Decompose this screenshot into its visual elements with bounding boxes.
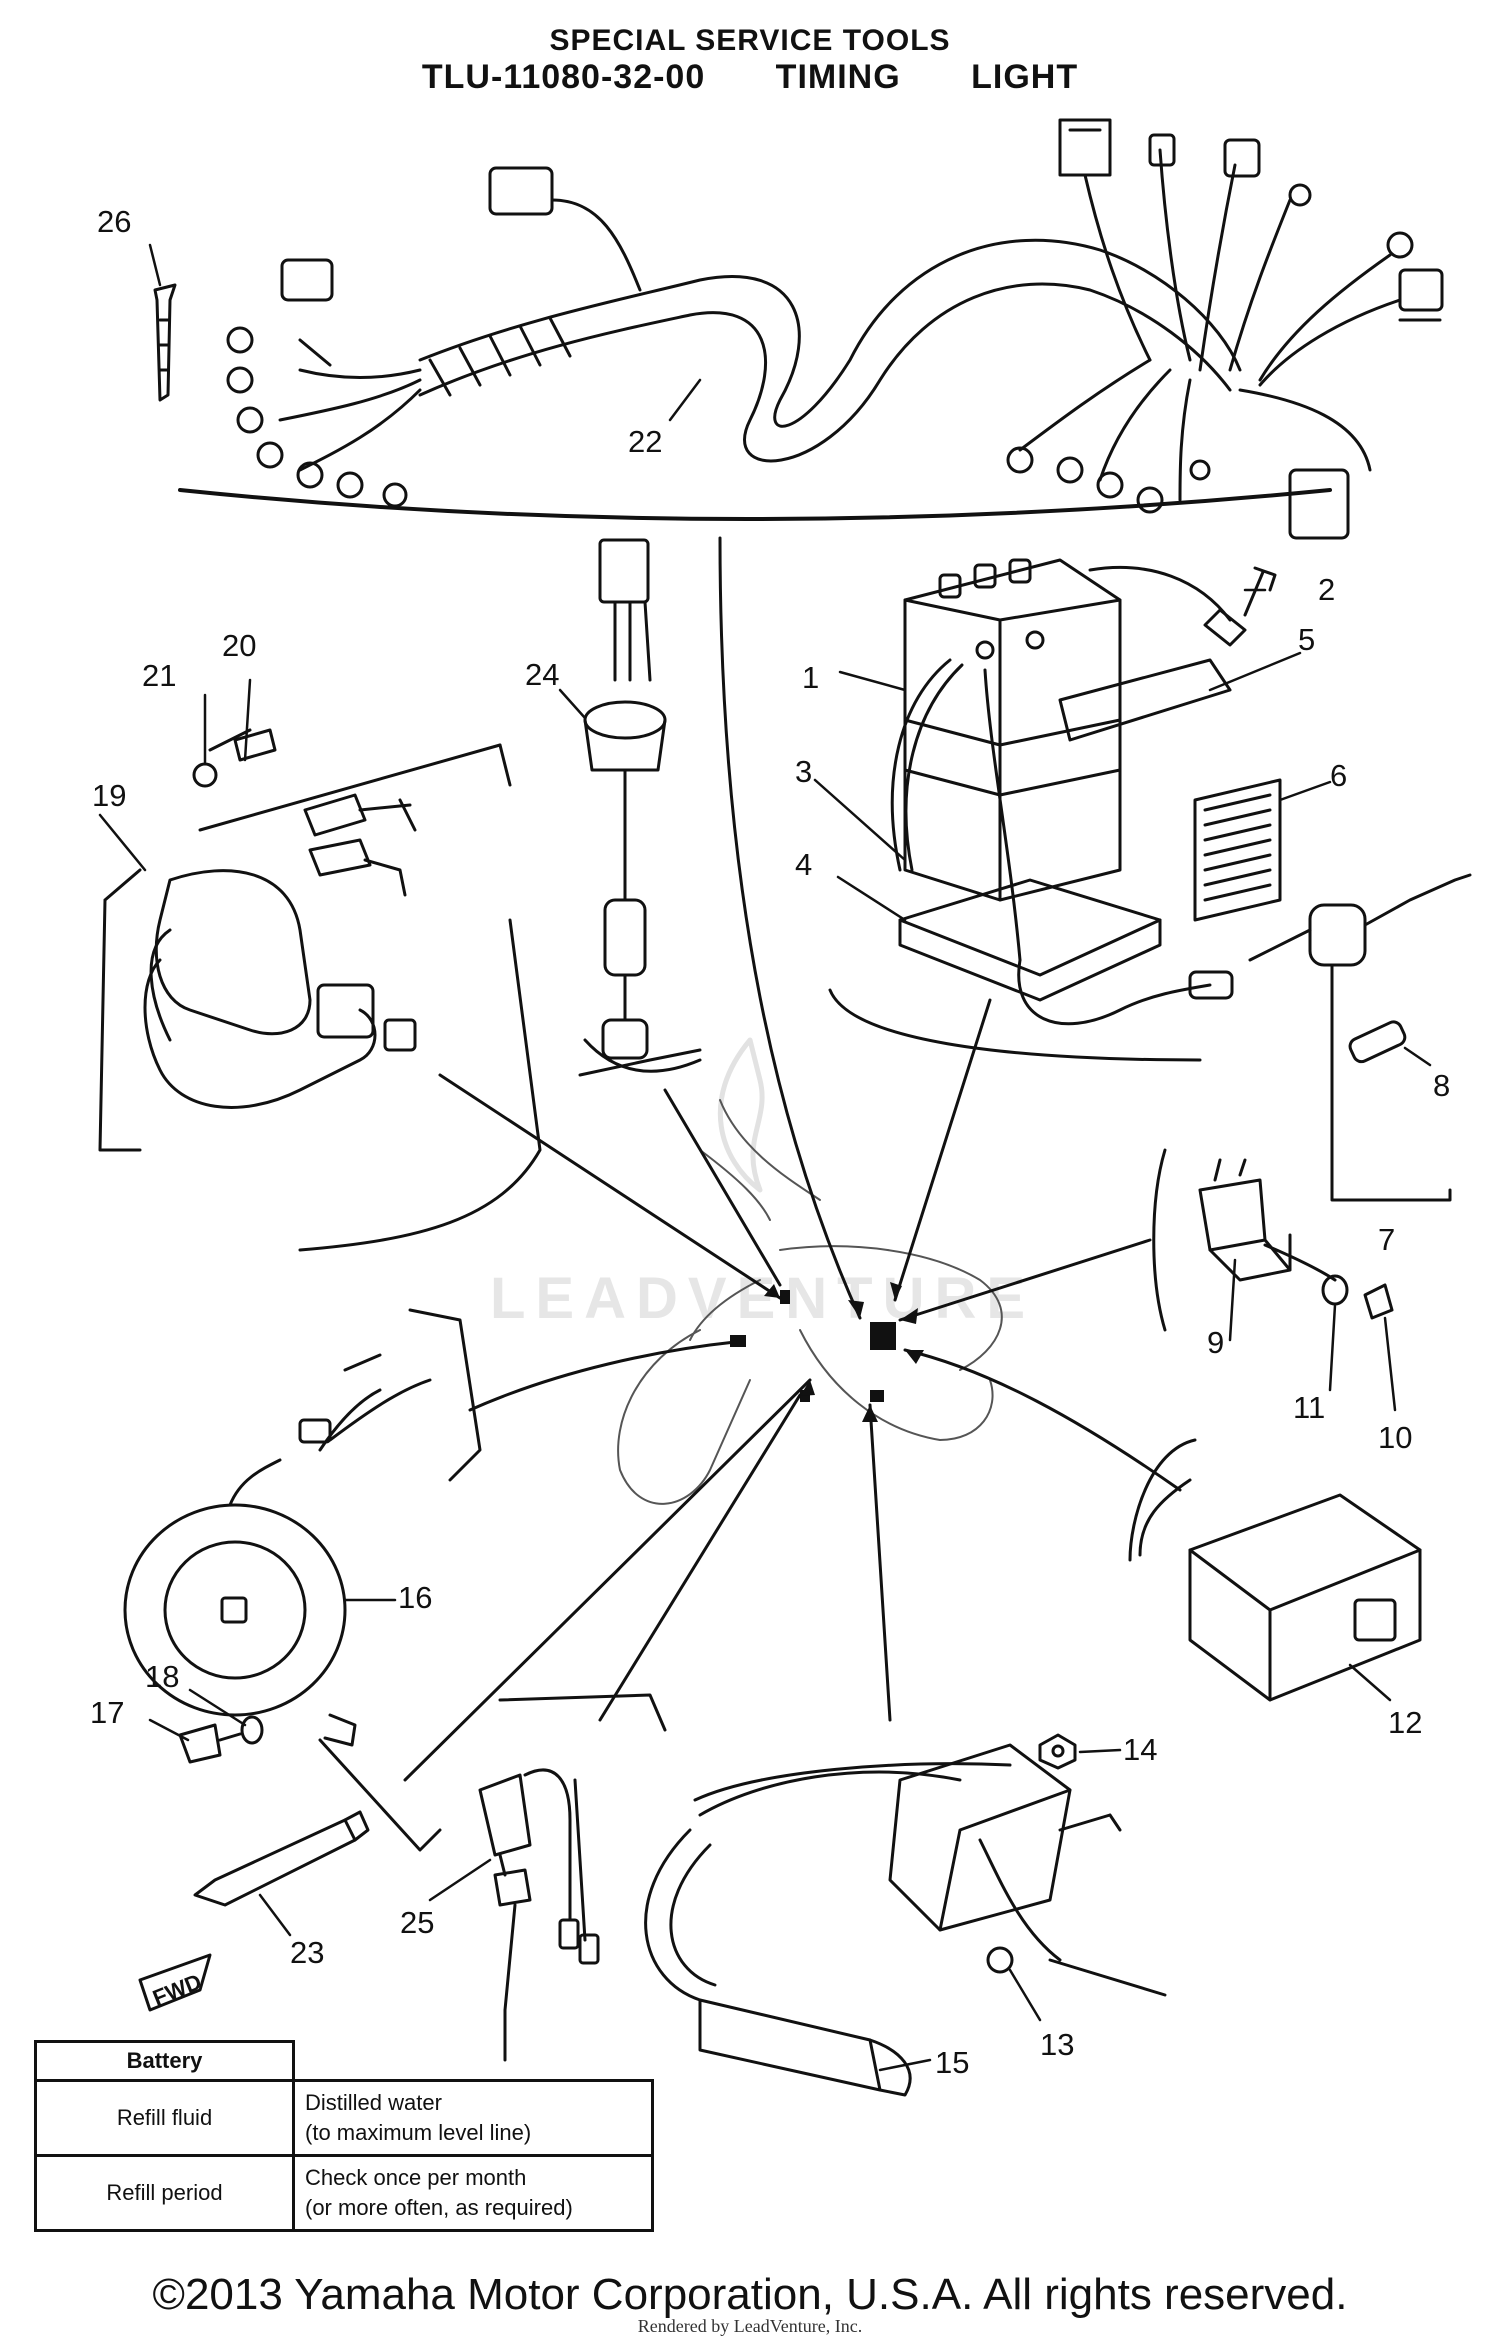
callout-7: 7 [1378,1222,1395,1257]
part-18-washer [240,1715,264,1745]
table-title: Battery [34,2039,295,2083]
callout-25: 25 [400,1905,434,1940]
callout-22: 22 [628,424,662,459]
part-24-connector-assembly [583,538,702,1073]
table-row: Battery [34,2039,653,2083]
callout-11: 11 [1293,1390,1325,1425]
value-line-2: (or more often, as required) [305,2195,573,2220]
mounting-points [730,1290,896,1402]
part-8-fuse [1348,1020,1407,1064]
callout-1: 1 [802,660,819,695]
callout-8: 8 [1433,1068,1450,1103]
watermark-text: LEADVENTURE [490,1266,1035,1331]
callout-10: 10 [1378,1420,1412,1455]
callout-15: 15 [935,2045,969,2080]
table-row: Refill period Check once per month (or m… [34,2154,654,2232]
battery-spec-table: Battery Refill fluid Distilled water (to… [34,2039,654,2232]
callout-9: 9 [1207,1325,1224,1360]
callout-leaders [98,243,1432,2072]
row-value-refill-period: Check once per month (or more often, as … [292,2154,654,2232]
value-line-2: (to maximum level line) [305,2120,532,2146]
special-tool-line: TLU-11080-32-00 TIMING LIGHT [421,58,1079,96]
leader-arrowheads [764,1282,924,1422]
callout-26: 26 [97,204,131,239]
callout-20: 20 [222,628,256,663]
callout-19: 19 [92,778,126,813]
part-15-spark-plug-cap [644,1828,912,2097]
row-value-refill-fluid: Distilled water (to maximum level line) [292,2079,654,2158]
row-label-refill-fluid: Refill fluid [34,2079,295,2158]
callout-3: 3 [795,754,812,789]
callout-14: 14 [1123,1732,1157,1767]
table-empty-cell [292,2041,653,2083]
part-16-horn [123,1353,432,1747]
callout-23: 23 [290,1935,324,1970]
part-17-horn-bolt [178,1723,242,1764]
part-1-battery [903,558,1122,902]
part-19-main-switch-assembly [98,728,512,1152]
copyright-footer: ©2013 Yamaha Motor Corporation, U.S.A. A… [152,2270,1348,2319]
value-line-1: Distilled water [305,2090,442,2116]
part-12-flasher-relay [1138,1478,1422,1702]
part-4-battery-tray [898,878,1234,1026]
part-26-cable-tie [153,283,177,402]
leader-lines [403,536,1182,1782]
callout-21: 21 [142,658,176,693]
callout-5: 5 [1298,622,1315,657]
watermark-flame-icon [717,1037,765,1193]
part-10-screw [1363,1283,1394,1320]
group-brackets [298,918,1202,1852]
callout-12: 12 [1388,1705,1422,1740]
diagram-title: SPECIAL SERVICE TOOLS [549,24,951,57]
callout-2: 2 [1318,572,1335,607]
part-14-nut [1038,1733,1077,1770]
part-3-vent-hose [890,658,1022,962]
part-2-battery-bolt [1088,565,1277,647]
row-label-refill-period: Refill period [34,2154,295,2232]
value-line-1: Check once per month [305,2165,527,2190]
callout-17: 17 [90,1695,124,1730]
motorcycle-frame-outline [617,1099,1003,1505]
callout-4: 4 [795,847,812,882]
callout-16: 16 [398,1580,432,1615]
part-6-caution-label [1193,778,1282,922]
fwd-arrow-icon: FWD [138,1953,212,2012]
part-9-relay [1152,1148,1337,1332]
part-7-fuse-holder-assembly [1248,873,1472,1202]
part-25-switch [478,1768,600,2062]
callout-13: 13 [1040,2027,1074,2062]
part-13-ignition-coil [698,1743,1167,1997]
callout-24: 24 [525,657,559,692]
part-23-connector [193,1810,370,1907]
table-row: Refill fluid Distilled water (to maximum… [34,2079,654,2158]
part-5-battery-band [1058,658,1232,742]
part-22-wire-harness [178,118,1444,540]
callout-6: 6 [1330,758,1347,793]
callout-18: 18 [145,1659,179,1694]
rendered-by-credit: Rendered by LeadVenture, Inc. [637,2316,863,2336]
